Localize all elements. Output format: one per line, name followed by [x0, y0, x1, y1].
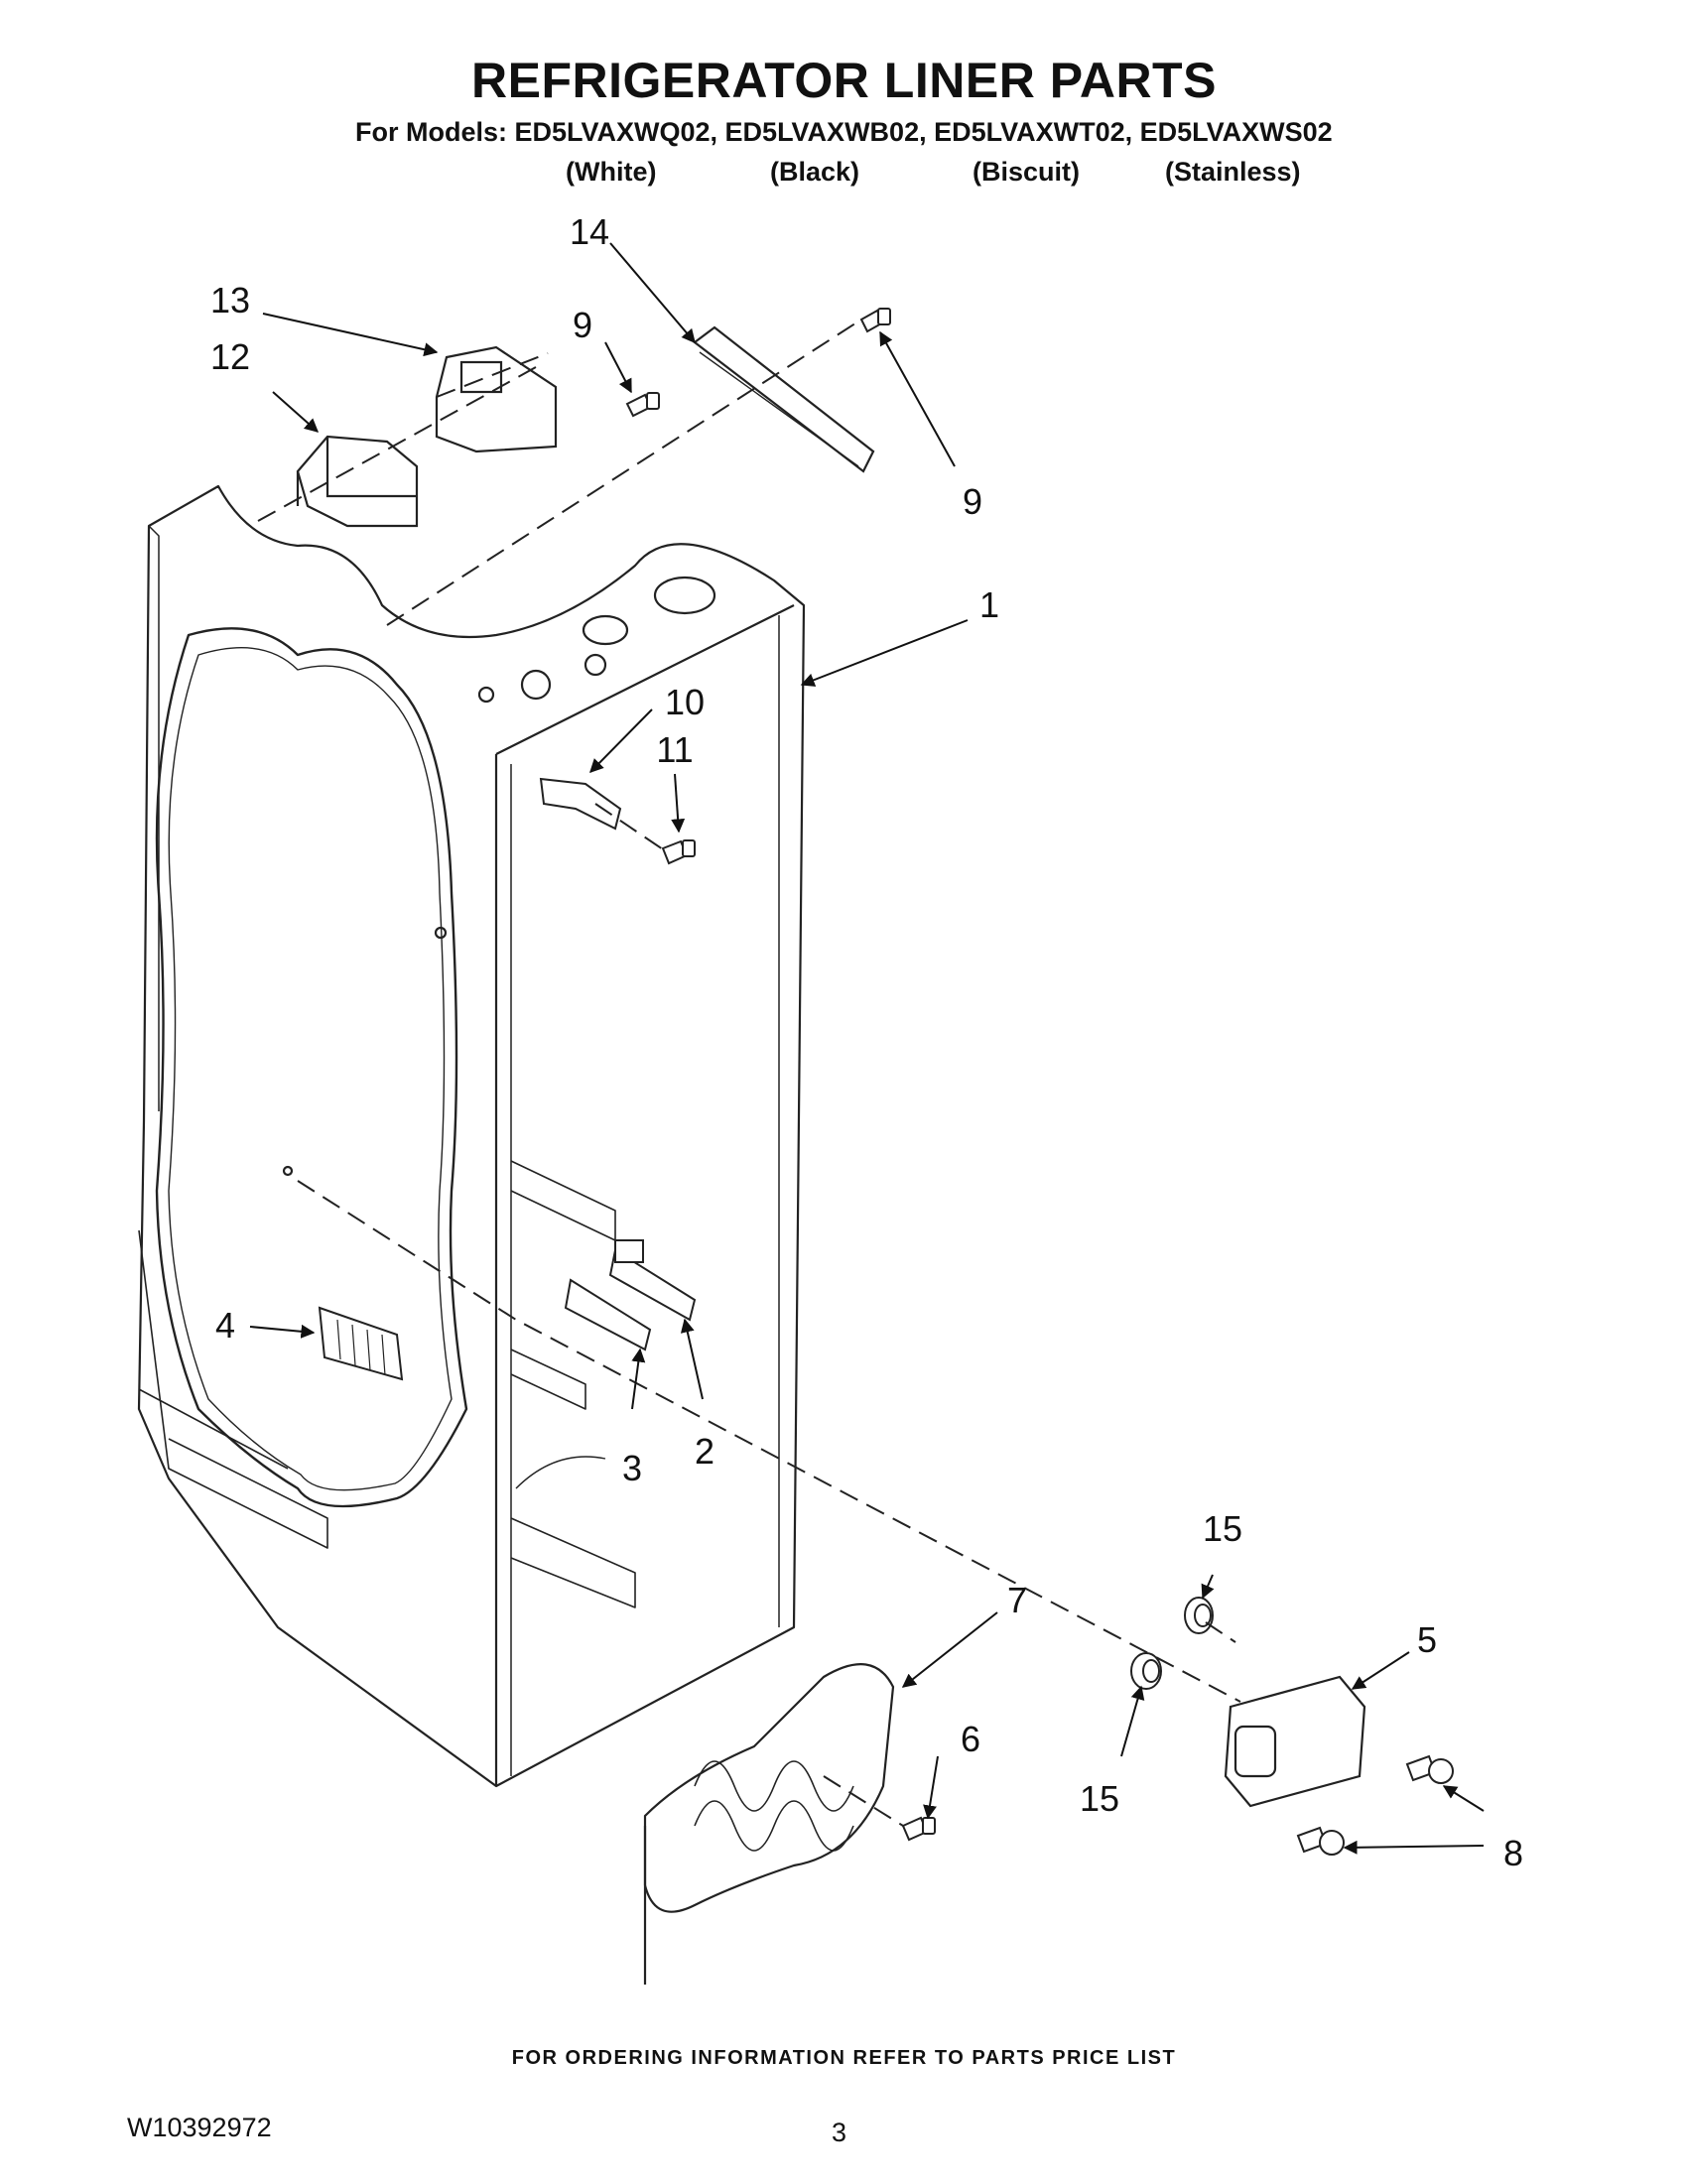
- callout-4: 4: [215, 1305, 235, 1346]
- ordering-note: FOR ORDERING INFORMATION REFER TO PARTS …: [511, 2047, 1177, 2069]
- mounting-bracket-part: [435, 345, 558, 453]
- callout-10: 10: [665, 682, 705, 722]
- callout-9-right: 9: [963, 481, 982, 522]
- callout-11: 11: [656, 729, 693, 770]
- drain-housing-part: [1224, 1675, 1366, 1808]
- callout-6: 6: [961, 1719, 980, 1759]
- color-label-white: (White): [566, 157, 657, 187]
- small-bracket-part: [539, 777, 622, 831]
- screw-part-8b: [1296, 1826, 1345, 1856]
- color-label-black: (Black): [770, 157, 860, 187]
- control-housing-part: [296, 435, 419, 528]
- callout-3: 3: [622, 1448, 642, 1488]
- callout-8: 8: [1503, 1833, 1523, 1873]
- screw-part-11: [661, 839, 696, 865]
- assembly-lines: [257, 319, 1241, 1827]
- refrigerator-liner: [137, 484, 806, 1788]
- document-number: W10392972: [127, 2113, 272, 2142]
- leader-arrows: [249, 242, 1485, 1855]
- models-line: For Models: ED5LVAXWQ02, ED5LVAXWB02, ED…: [355, 117, 1333, 147]
- color-label-biscuit: (Biscuit): [973, 157, 1080, 187]
- vent-part: [318, 1306, 404, 1381]
- plug-part-15a: [1184, 1597, 1214, 1634]
- callout-15-top: 15: [1203, 1508, 1242, 1549]
- callout-1: 1: [979, 584, 999, 625]
- callout-12: 12: [210, 336, 250, 377]
- callout-9-left: 9: [573, 305, 592, 345]
- callout-15-bottom: 15: [1080, 1778, 1119, 1819]
- callout-14: 14: [570, 211, 609, 252]
- rail-part: [693, 325, 875, 473]
- callout-13: 13: [210, 280, 250, 321]
- evaporator-coil-part: [643, 1663, 895, 1985]
- screw-part-9b: [859, 308, 891, 333]
- callout-2: 2: [695, 1431, 714, 1472]
- screw-part-9a: [625, 392, 660, 418]
- callout-5: 5: [1417, 1619, 1437, 1660]
- plug-part-15b: [1130, 1652, 1162, 1690]
- page-number: 3: [832, 2118, 847, 2147]
- screw-part-6: [901, 1816, 936, 1842]
- page-title: REFRIGERATOR LINER PARTS: [471, 53, 1217, 108]
- screw-part-8a: [1405, 1754, 1454, 1784]
- callout-7: 7: [1007, 1580, 1027, 1620]
- color-label-stainless: (Stainless): [1165, 157, 1301, 187]
